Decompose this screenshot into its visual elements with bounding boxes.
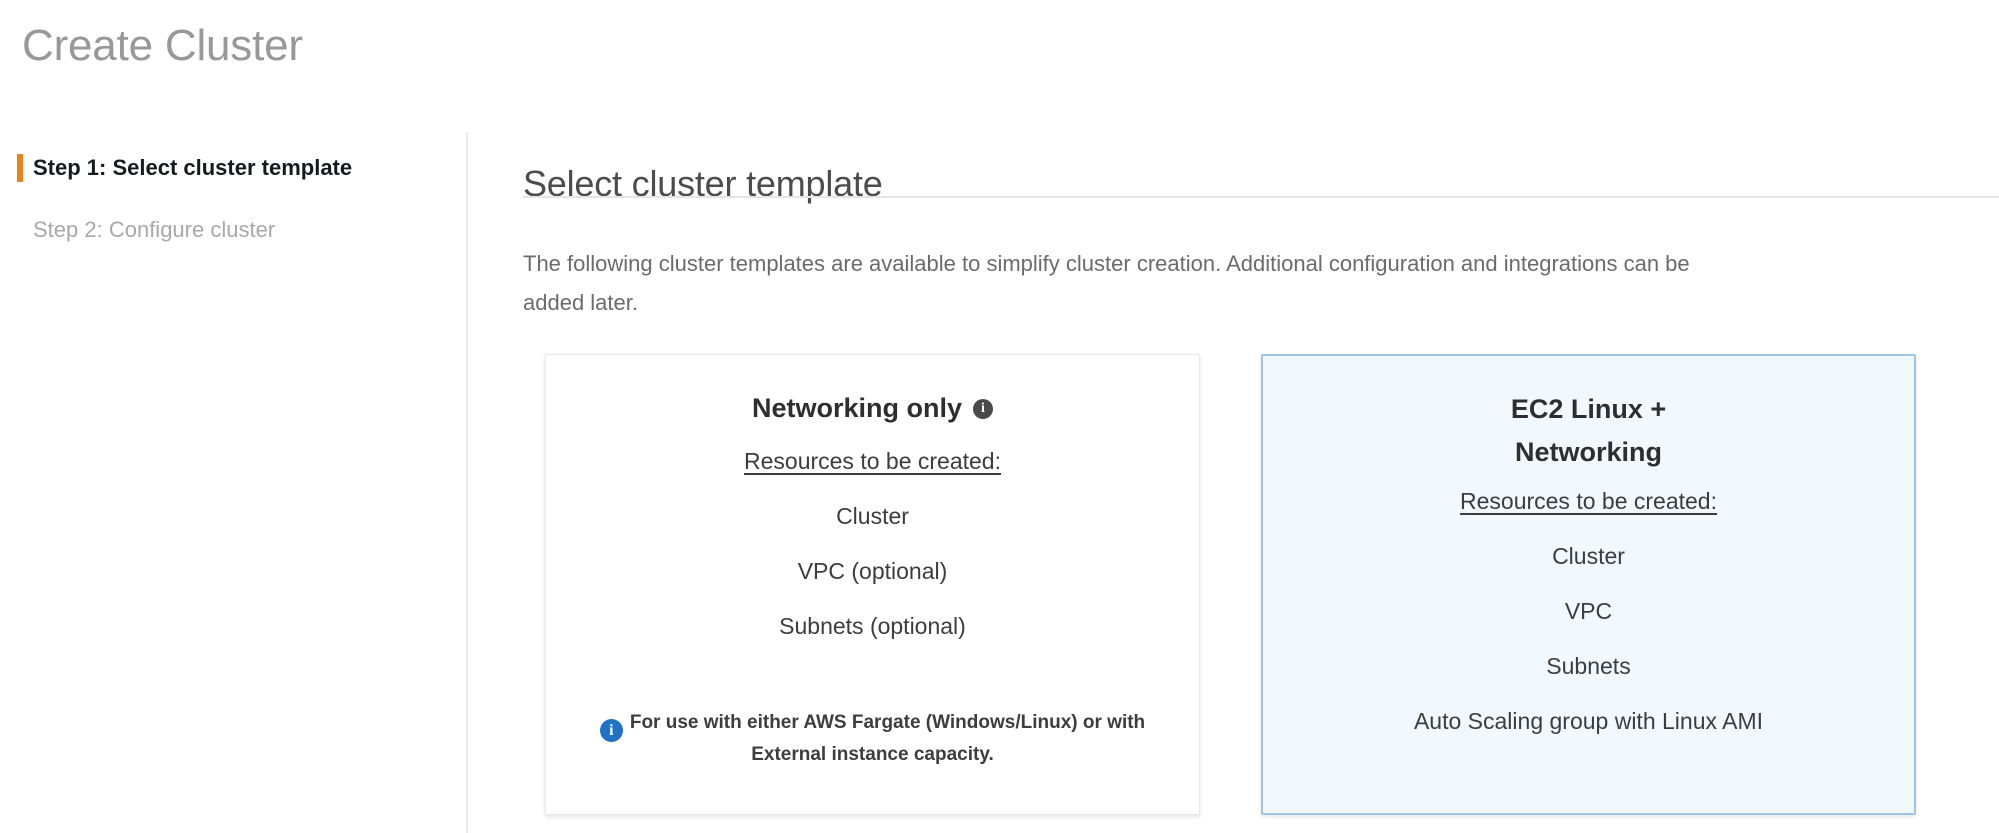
resources-label: Resources to be created:	[1460, 488, 1717, 514]
resource-item: Subnets	[1546, 653, 1631, 679]
sidebar-item-step-2-label: Step 2: Configure cluster	[33, 217, 276, 242]
page-title: Create Cluster	[22, 21, 303, 70]
resource-item: Cluster	[836, 503, 909, 529]
create-cluster-wizard: Step 1: Select cluster template Step 2: …	[0, 132, 1999, 833]
info-icon[interactable]: i	[973, 398, 993, 419]
card-title: Networking only i	[576, 387, 1169, 430]
section-description: The following cluster templates are avai…	[523, 251, 1690, 315]
resource-item: Auto Scaling group with Linux AMI	[1413, 708, 1764, 734]
section-title: Select cluster template	[523, 162, 883, 204]
card-title: EC2 Linux + Networking	[1293, 388, 1884, 474]
sidebar-item-step-2[interactable]: Step 2: Configure cluster	[0, 216, 466, 244]
sidebar-item-step-1-label: Step 1: Select cluster template	[33, 155, 353, 180]
cluster-template-card-list: Networking only i Resources to be create…	[545, 354, 1975, 824]
cluster-template-card-ec2-linux-networking[interactable]: EC2 Linux + Networking Resources to be c…	[1261, 354, 1916, 815]
wizard-steps-sidebar: Step 1: Select cluster template Step 2: …	[0, 132, 468, 833]
resources-label: Resources to be created:	[744, 448, 1001, 474]
resource-item: Cluster	[1552, 543, 1625, 569]
resource-item: VPC (optional)	[797, 558, 948, 584]
section-divider	[523, 196, 1999, 198]
sidebar-item-step-1[interactable]: Step 1: Select cluster template	[0, 154, 466, 182]
resource-item: VPC	[1564, 598, 1613, 624]
card-title-text: EC2 Linux + Networking	[1510, 394, 1667, 467]
resource-item: Subnets (optional)	[779, 613, 966, 639]
card-note: i For use with either AWS Fargate (Window…	[576, 707, 1169, 771]
main-content: Select cluster template The following cl…	[468, 132, 1999, 833]
info-icon-blue: i	[599, 719, 623, 742]
cluster-template-card-networking-only[interactable]: Networking only i Resources to be create…	[545, 354, 1200, 815]
card-note-text: For use with either AWS Fargate (Windows…	[629, 711, 1146, 766]
card-title-text: Networking only	[751, 393, 962, 423]
